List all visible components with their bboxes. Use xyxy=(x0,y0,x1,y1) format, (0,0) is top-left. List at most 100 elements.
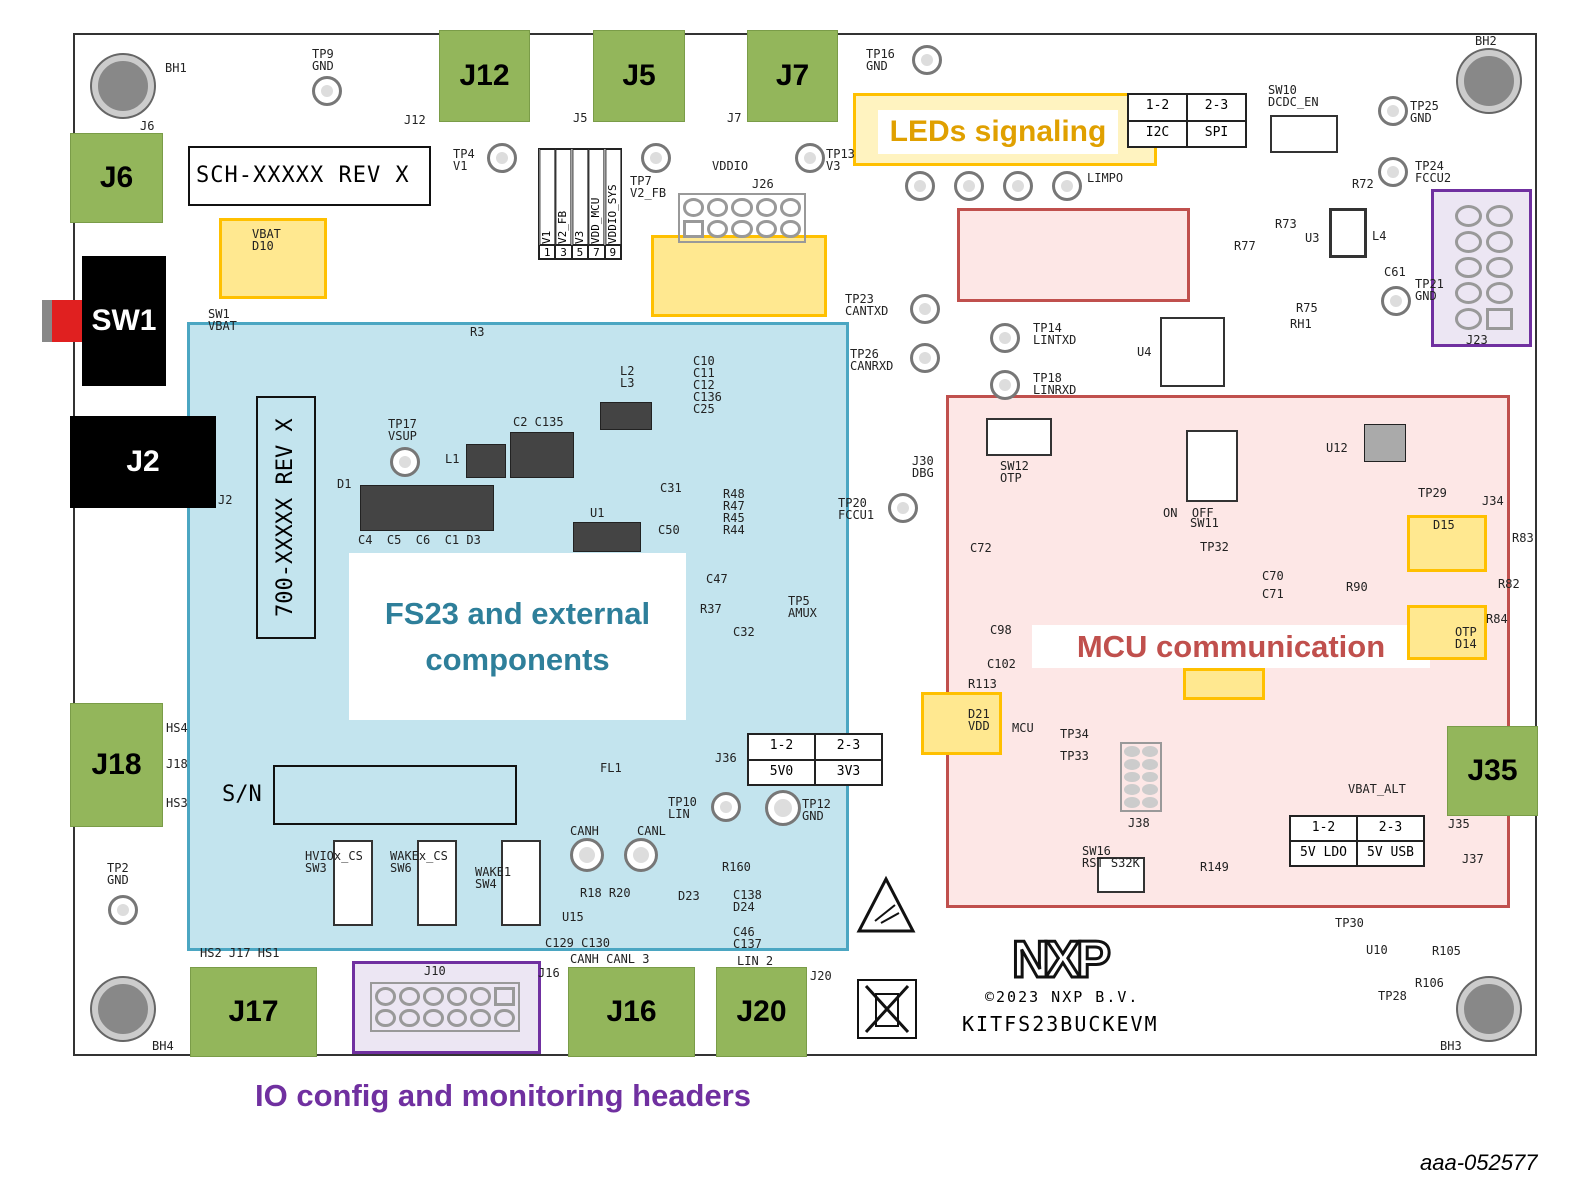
silk-label: J12 xyxy=(404,113,426,127)
j23-pins xyxy=(1455,205,1513,330)
connector-j6: J6 xyxy=(70,133,163,223)
test-point-tp6 xyxy=(570,838,604,872)
silk-label: BH1 xyxy=(165,61,187,75)
silk-label: R82 xyxy=(1498,577,1520,591)
switch-sw4 xyxy=(501,840,541,926)
silk-label: SW1 VBAT xyxy=(208,307,237,333)
ic-u12 xyxy=(1364,424,1406,462)
silk-label: TP12 GND xyxy=(802,797,831,823)
capacitors-c2-c135 xyxy=(510,432,574,478)
table-cell: 2-3 xyxy=(1357,816,1424,841)
leds-region-label: LEDs signaling xyxy=(878,110,1118,154)
silk-label: HVIOx_CS SW3 xyxy=(305,849,363,875)
j26-col: VDD_MCU xyxy=(588,149,605,245)
silk-label: C72 xyxy=(970,541,992,555)
table-cell: 1-2 xyxy=(1290,816,1357,841)
silk-label: C4 C5 C6 C1 D3 xyxy=(358,533,481,547)
silk-label: WAKEx_CS SW6 xyxy=(390,849,448,875)
switch-sw12 xyxy=(986,418,1052,456)
silk-label: U15 xyxy=(562,910,584,924)
weee-bin-icon xyxy=(857,979,917,1039)
silk-label: TP26 CANRXD xyxy=(850,347,894,373)
test-point-led2 xyxy=(954,171,984,201)
connector-j20: J20 xyxy=(716,967,807,1057)
switch-sw6 xyxy=(417,840,457,926)
silk-label: TP9 GND xyxy=(312,47,334,73)
led-d7-d9 xyxy=(651,235,827,317)
j26-pin: 3 xyxy=(555,245,572,259)
table-cell: SPI xyxy=(1187,120,1246,147)
j26-pin: 7 xyxy=(588,245,605,259)
silk-label: TP17 VSUP xyxy=(388,417,417,443)
test-point-tp4 xyxy=(487,143,517,173)
switch-sw1: SW1 xyxy=(82,256,166,386)
nxp-logo: NXP xyxy=(1011,930,1113,991)
silk-label: C129 C130 xyxy=(545,936,611,950)
silk-label: TP14 LINTXD xyxy=(1033,321,1077,347)
silk-label: J38 xyxy=(1128,816,1150,830)
led-d15 xyxy=(1407,515,1487,572)
j10-pins xyxy=(370,982,520,1032)
serial-box xyxy=(273,765,517,825)
silk-label: SW12 OTP xyxy=(1000,459,1029,485)
silk-label: C102 xyxy=(987,657,1016,671)
silk-label: R106 xyxy=(1415,976,1444,990)
silk-label: SW11 xyxy=(1190,516,1219,530)
table-cell: 3V3 xyxy=(815,759,882,785)
figure-id: aaa-052577 xyxy=(1420,1150,1538,1175)
silk-label: D21 VDD xyxy=(968,707,990,733)
silk-label: HS2 J17 HS1 xyxy=(200,946,280,960)
test-point-tp14 xyxy=(990,323,1020,353)
silk-label: TP29 xyxy=(1418,486,1447,500)
silk-label: R3 xyxy=(470,325,485,339)
test-point-tp3 xyxy=(624,838,658,872)
silk-label: HS3 xyxy=(166,796,188,810)
inductor-l4 xyxy=(1329,208,1367,258)
switch-sw3 xyxy=(333,840,373,926)
silk-label: R18 R20 xyxy=(580,886,631,900)
silk-label: R90 xyxy=(1346,580,1368,594)
table-cell: 1-2 xyxy=(1128,94,1187,121)
silk-label: TP28 xyxy=(1378,989,1407,1003)
silk-label: R84 xyxy=(1486,612,1508,626)
silk-label: R73 xyxy=(1275,217,1297,231)
silk-label: LIN 2 xyxy=(737,954,774,968)
switch-sw11 xyxy=(1186,430,1238,502)
silk-label: TP2 GND xyxy=(107,861,129,887)
silk-label: MCU xyxy=(1012,721,1034,735)
silk-label: J2 xyxy=(218,493,233,507)
silk-label: TP25 GND xyxy=(1410,99,1439,125)
silk-label: BH2 xyxy=(1475,34,1497,48)
silk-label: OTP D14 xyxy=(1455,625,1477,651)
led-d10 xyxy=(219,218,327,299)
silk-label: J23 xyxy=(1466,333,1488,347)
test-point-tp7 xyxy=(641,143,671,173)
silk-label: R72 xyxy=(1352,177,1374,191)
j26-col: VDDIO_SYS xyxy=(604,149,621,245)
silk-label: L4 xyxy=(1372,229,1387,243)
silk-label: U4 xyxy=(1137,345,1152,359)
silk-label: C10 C11 C12 C136 C25 xyxy=(693,354,722,416)
silk-label: TP23 CANTXD xyxy=(845,292,889,318)
inductor-l1 xyxy=(466,444,506,478)
silk-label: TP24 FCCU2 xyxy=(1415,159,1452,185)
sw1-actuator xyxy=(42,300,84,342)
mounting-hole-bh3 xyxy=(1458,978,1520,1040)
silk-label: TP13 V3 xyxy=(826,147,855,173)
connector-j17: J17 xyxy=(190,967,317,1057)
silk-label: VDDIO xyxy=(712,159,749,173)
j26-col: V3 xyxy=(571,149,589,245)
silk-label: R83 xyxy=(1512,531,1534,545)
connector-j7: J7 xyxy=(747,30,838,122)
board-name: KITFS23BUCKEVM xyxy=(962,1012,1159,1036)
silk-label: U10 xyxy=(1366,943,1388,957)
j26-pin: 1 xyxy=(539,245,556,259)
silk-label: U12 xyxy=(1326,441,1348,455)
silk-label: TP33 xyxy=(1060,749,1089,763)
silk-label: C46 C137 xyxy=(733,925,762,951)
silk-label: TP21 GND xyxy=(1415,277,1444,303)
connector-j18: J18 xyxy=(70,703,163,827)
silk-label: J34 xyxy=(1482,494,1504,508)
ic-u1 xyxy=(573,522,641,552)
